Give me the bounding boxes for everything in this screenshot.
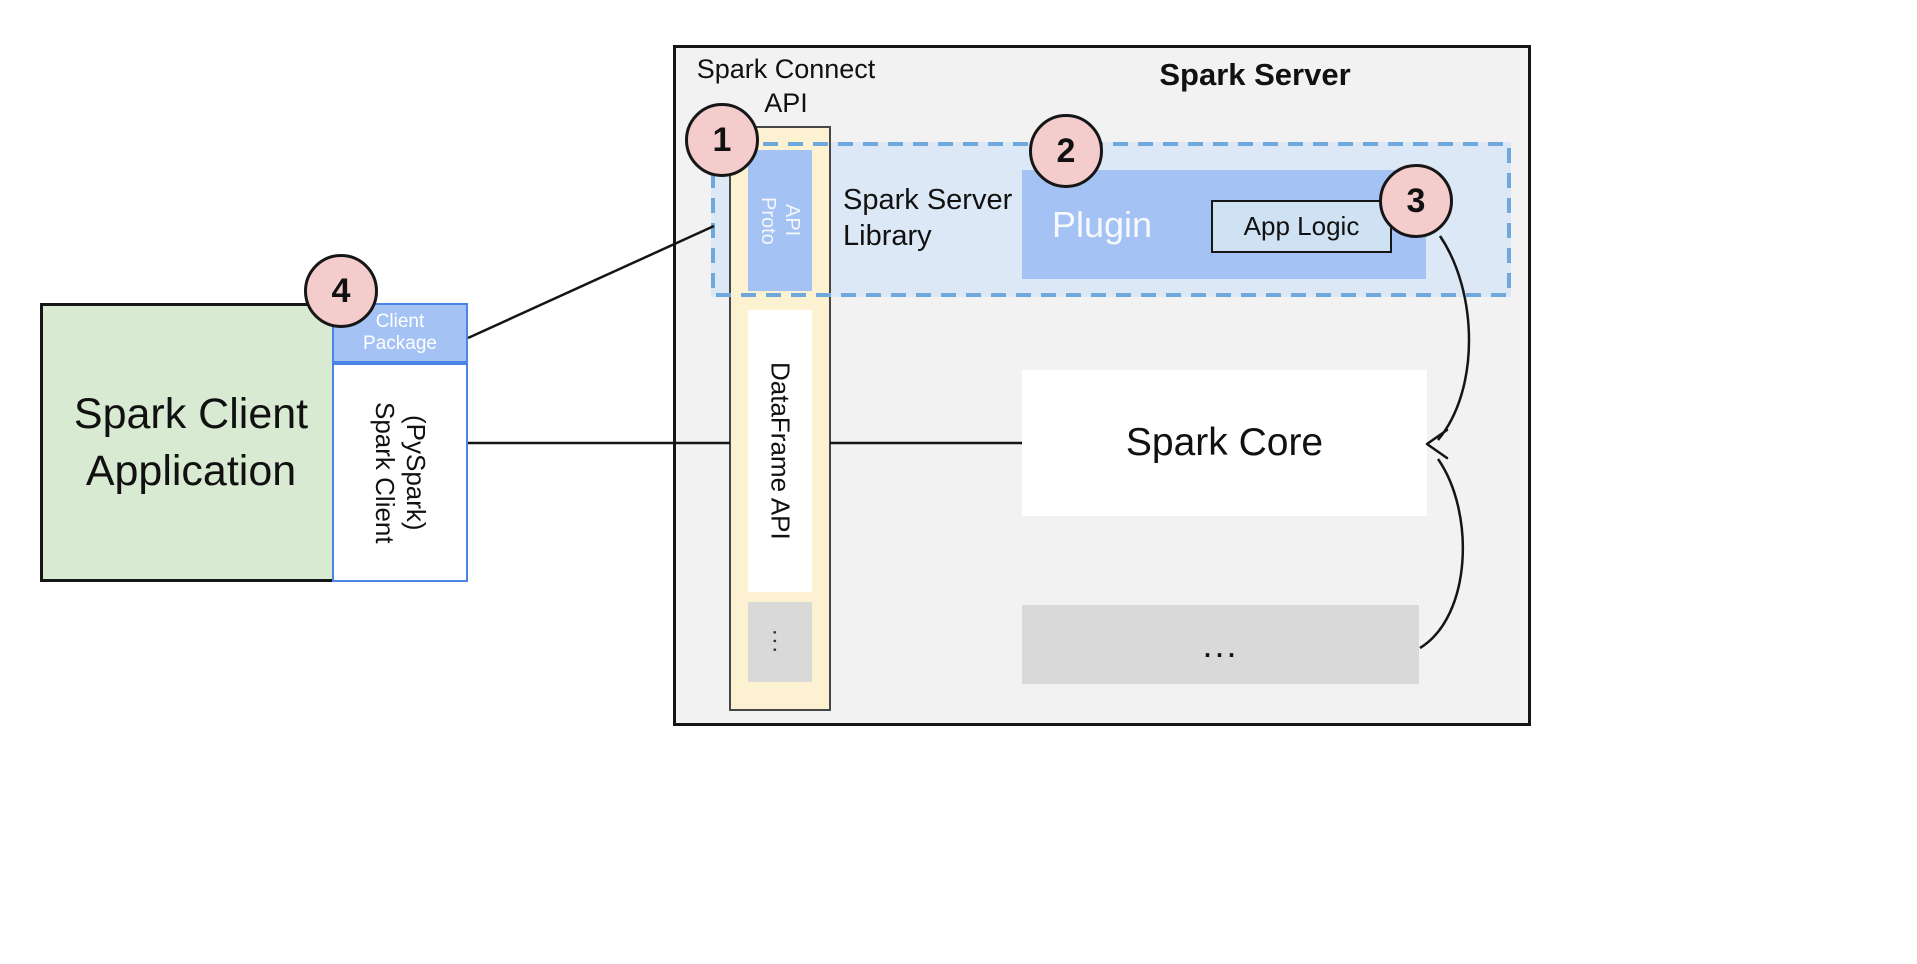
marker-3: 3 [1379, 164, 1453, 238]
spark-server-title: Spark Server [1159, 57, 1351, 92]
server-ellipsis-label: ... [1202, 623, 1239, 665]
spark-core-label: Spark Core [1125, 421, 1324, 464]
app-logic-label: App Logic [1243, 211, 1360, 241]
plugin-label: Plugin [1052, 203, 1153, 245]
marker-1: 1 [685, 103, 759, 177]
spark-client-box: Spark Client (PySpark) [332, 363, 468, 582]
column-ellipsis-box: ... [748, 602, 812, 682]
proto-api-box: Proto API [748, 150, 812, 291]
proto-api-label: Proto API [757, 196, 803, 245]
dataframe-api-label: DataFrame API [765, 362, 796, 540]
marker-4: 4 [304, 254, 378, 328]
marker-2: 2 [1029, 114, 1103, 188]
spark-client-application-label: Spark Client Application [73, 389, 309, 495]
dataframe-api-box: DataFrame API [748, 310, 812, 592]
spark-client-label: Spark Client (PySpark) [370, 401, 432, 544]
app-logic-box: App Logic [1211, 200, 1392, 253]
spark-core-box: Spark Core [1022, 370, 1427, 516]
spark-connect-api-label: Spark Connect API [696, 54, 876, 118]
column-ellipsis-label: ... [767, 628, 795, 655]
server-ellipsis-box: ... [1022, 605, 1419, 684]
